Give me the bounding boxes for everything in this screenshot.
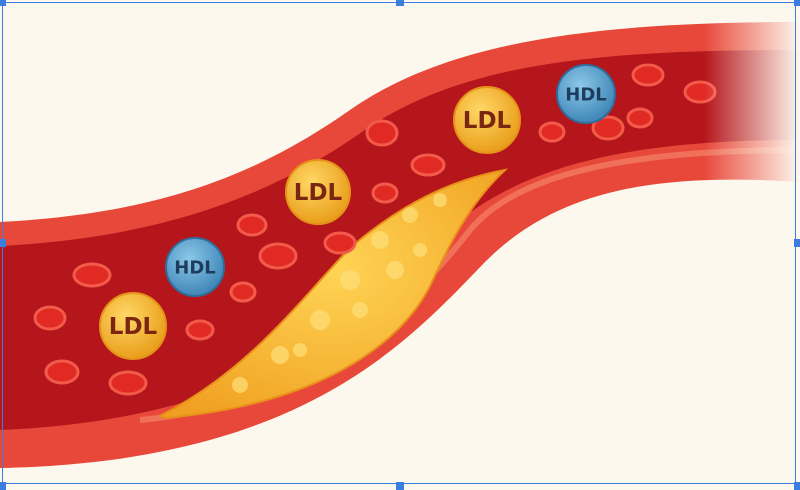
resize-handle-bottom-right[interactable] [794, 482, 800, 490]
svg-text:LDL: LDL [463, 108, 512, 134]
resize-handle-left[interactable] [0, 239, 6, 247]
resize-handle-top-left[interactable] [0, 0, 6, 6]
hdl-particle: HDL [165, 237, 225, 297]
resize-handle-bottom[interactable] [396, 482, 404, 490]
ldl-particle: LDL [453, 86, 521, 154]
resize-handle-top-right[interactable] [794, 0, 800, 6]
svg-text:HDL: HDL [565, 85, 606, 106]
resize-handle-top[interactable] [396, 0, 404, 6]
ldl-particle: LDL [99, 292, 167, 360]
resize-handle-right[interactable] [794, 239, 800, 247]
svg-text:LDL: LDL [109, 314, 158, 340]
resize-handle-bottom-left[interactable] [0, 482, 6, 490]
hdl-particle: HDL [556, 64, 616, 124]
svg-text:LDL: LDL [294, 180, 343, 206]
svg-text:HDL: HDL [174, 258, 215, 279]
ldl-particle: LDL [285, 159, 351, 225]
